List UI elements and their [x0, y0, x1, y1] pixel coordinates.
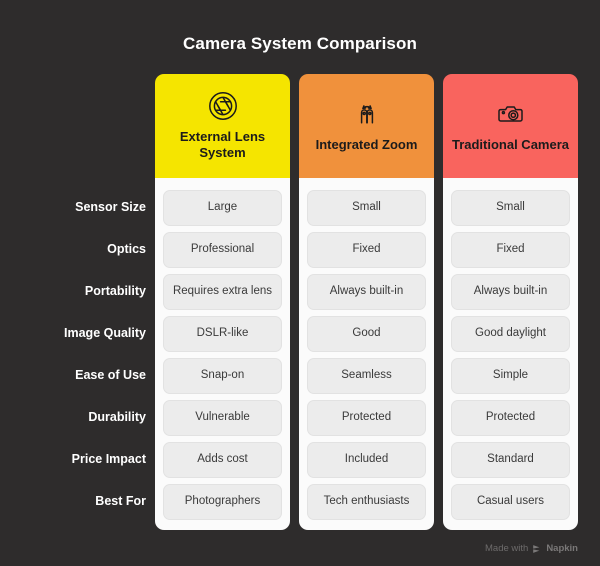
cell-external-lens-system-price-impact: Adds cost [163, 442, 282, 478]
column-integrated-zoom: Integrated Zoom Small Fixed Always built… [299, 74, 434, 530]
napkin-logo-icon [532, 544, 542, 554]
comparison-table: Sensor Size Optics Portability Image Qua… [22, 74, 578, 530]
row-label-durability: Durability [88, 410, 146, 424]
cell-traditional-camera-sensor-size: Small [451, 190, 570, 226]
cell-traditional-camera-durability: Protected [451, 400, 570, 436]
cell-traditional-camera-price-impact: Standard [451, 442, 570, 478]
cell-external-lens-system-image-quality: DSLR-like [163, 316, 282, 352]
cell-traditional-camera-portability: Always built-in [451, 274, 570, 310]
camera-icon [494, 97, 528, 131]
row-label-column: Sensor Size Optics Portability Image Qua… [22, 74, 146, 522]
row-label-ease-of-use: Ease of Use [75, 368, 146, 382]
cell-integrated-zoom-price-impact: Included [307, 442, 426, 478]
cell-integrated-zoom-best-for: Tech enthusiasts [307, 484, 426, 520]
row-label-portability: Portability [84, 284, 146, 298]
row-label-image-quality: Image Quality [64, 326, 146, 340]
column-body-external-lens-system: Large Professional Requires extra lens D… [155, 178, 290, 530]
column-header-traditional-camera: Traditional Camera [443, 74, 578, 178]
pinch-zoom-icon [350, 97, 384, 131]
row-label-price-impact: Price Impact [71, 452, 146, 466]
cell-integrated-zoom-portability: Always built-in [307, 274, 426, 310]
watermark-text: Made with [485, 543, 529, 554]
watermark-brand: Napkin [546, 543, 578, 554]
row-label-optics: Optics [107, 242, 146, 256]
column-body-traditional-camera: Small Fixed Always built-in Good dayligh… [443, 178, 578, 530]
cell-traditional-camera-best-for: Casual users [451, 484, 570, 520]
cell-external-lens-system-durability: Vulnerable [163, 400, 282, 436]
page-title: Camera System Comparison [183, 34, 417, 53]
row-label-sensor-size: Sensor Size [75, 200, 146, 214]
cell-external-lens-system-ease-of-use: Snap-on [163, 358, 282, 394]
cell-traditional-camera-image-quality: Good daylight [451, 316, 570, 352]
napkin-watermark: Made with Napkin [485, 543, 578, 554]
column-header-integrated-zoom: Integrated Zoom [299, 74, 434, 178]
cell-integrated-zoom-image-quality: Good [307, 316, 426, 352]
column-external-lens-system: External Lens System Large Professional … [155, 74, 290, 530]
column-body-integrated-zoom: Small Fixed Always built-in Good Seamles… [299, 178, 434, 530]
cell-integrated-zoom-ease-of-use: Seamless [307, 358, 426, 394]
column-title-integrated-zoom: Integrated Zoom [315, 136, 418, 152]
cell-external-lens-system-portability: Requires extra lens [163, 274, 282, 310]
row-label-best-for: Best For [95, 494, 146, 508]
cell-external-lens-system-sensor-size: Large [163, 190, 282, 226]
column-title-external-lens-system: External Lens System [179, 128, 266, 160]
cell-integrated-zoom-optics: Fixed [307, 232, 426, 268]
column-title-traditional-camera: Traditional Camera [451, 136, 570, 152]
cell-traditional-camera-ease-of-use: Simple [451, 358, 570, 394]
cell-integrated-zoom-durability: Protected [307, 400, 426, 436]
cell-external-lens-system-best-for: Photographers [163, 484, 282, 520]
column-header-external-lens-system: External Lens System [155, 74, 290, 178]
cell-traditional-camera-optics: Fixed [451, 232, 570, 268]
cell-external-lens-system-optics: Professional [163, 232, 282, 268]
column-traditional-camera: Traditional Camera Small Fixed Always bu… [443, 74, 578, 530]
cell-integrated-zoom-sensor-size: Small [307, 190, 426, 226]
aperture-icon [206, 89, 240, 123]
